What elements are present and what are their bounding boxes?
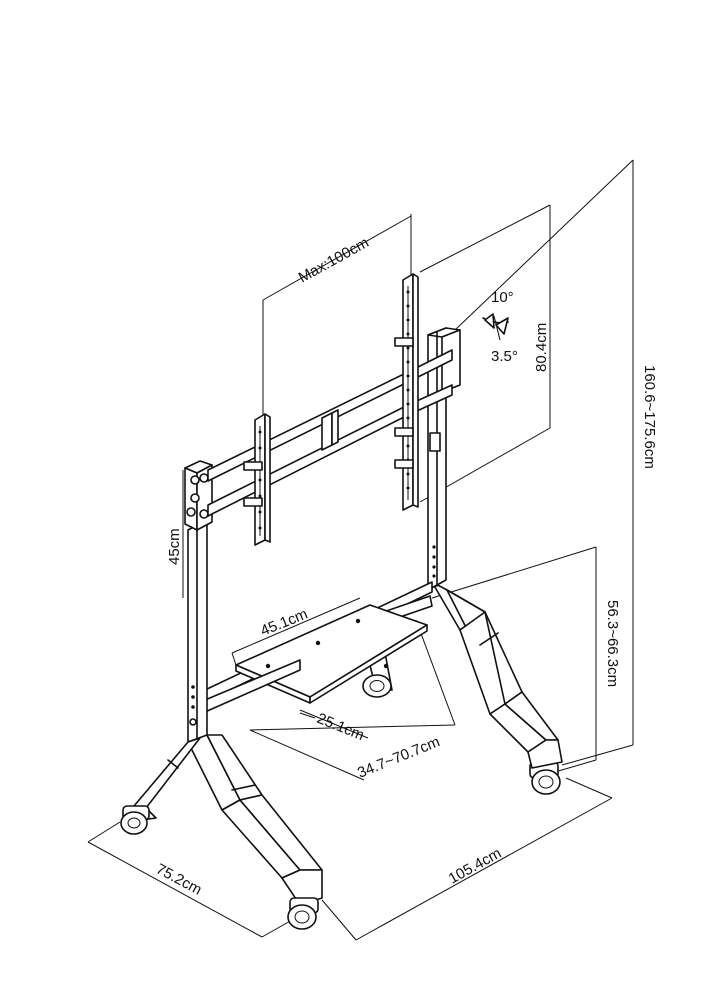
dimension-lines <box>87 160 634 941</box>
bracket-offset-label: 45cm <box>166 528 183 565</box>
max-vesa-width-label: Max:100cm <box>296 234 372 286</box>
shelf-depth-label: 25.1cm <box>315 710 367 744</box>
right-leg <box>431 581 563 769</box>
shelf-height-label: 56.3~66.3cm <box>604 600 621 687</box>
wheel-front-left <box>120 805 150 835</box>
left-head-block <box>184 460 213 531</box>
left-vesa-arm <box>243 413 271 546</box>
base-depth-label: 75.2cm <box>153 861 204 899</box>
wheel-front-right <box>287 897 319 930</box>
total-height-label: 160.6~175.6cm <box>641 365 658 469</box>
shelf-range-label: 34.7~70.7cm <box>355 733 442 781</box>
tilt-down-label: 3.5° <box>491 348 518 365</box>
base-width-label: 105.4cm <box>446 845 505 888</box>
bracket-height-label: 80.4cm <box>533 323 550 372</box>
left-leg <box>133 734 323 906</box>
left-upright <box>187 519 208 746</box>
tilt-arrow-icon <box>482 313 509 341</box>
shelf <box>235 604 428 704</box>
right-vesa-arm <box>394 273 419 511</box>
tv-stand <box>120 273 563 930</box>
tilt-up-label: 10° <box>491 289 514 306</box>
extension-lines <box>87 159 634 941</box>
